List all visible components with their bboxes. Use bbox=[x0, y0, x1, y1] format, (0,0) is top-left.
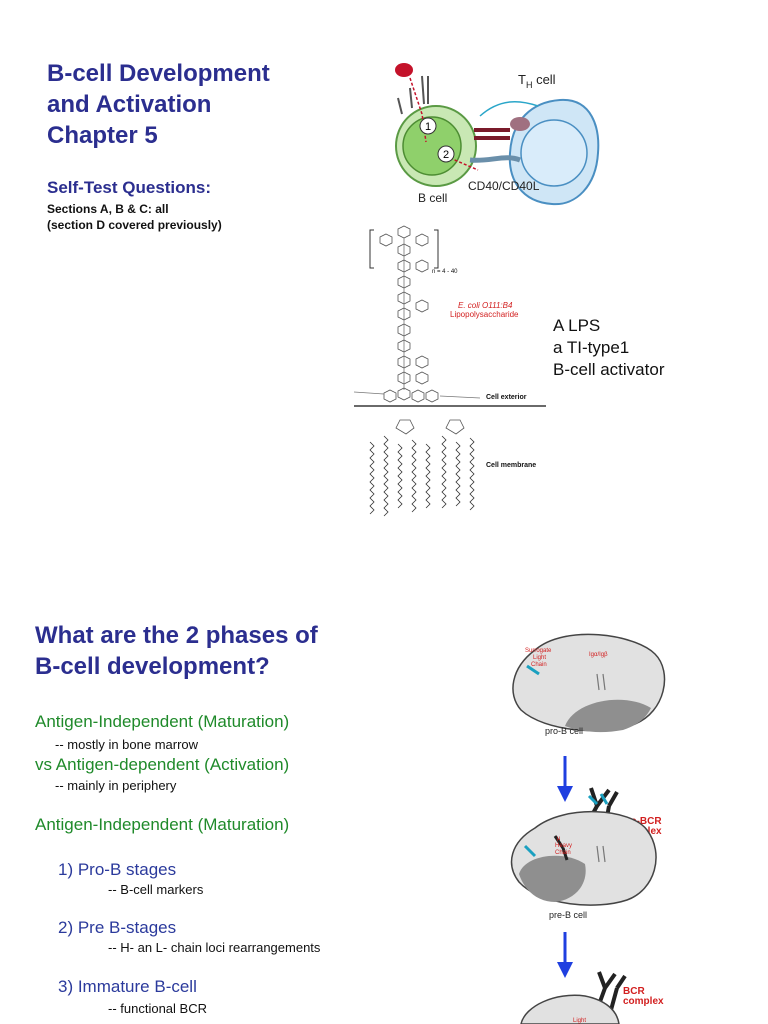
sections-note: Sections A, B & C: all bbox=[47, 202, 169, 216]
phase1-label: Antigen-Independent (Maturation) bbox=[35, 712, 290, 731]
pre-b-label: pre-B cell bbox=[549, 910, 587, 920]
stage-label: 3) Immature B-cell bbox=[58, 977, 197, 996]
mu-label: Heavy bbox=[555, 843, 572, 849]
pro-b-nucleus bbox=[565, 699, 651, 733]
bcr-label: BCR bbox=[623, 986, 645, 997]
self-test-heading: Self-Test Questions: bbox=[47, 178, 212, 197]
stage-sub: -- H- an L- chain loci rearrangements bbox=[108, 940, 321, 955]
phase2-label: vs Antigen-dependent (Activation) bbox=[35, 755, 290, 774]
stage-sub: -- B-cell markers bbox=[108, 882, 204, 897]
ig-alpha-beta-icon bbox=[596, 845, 606, 863]
caption-line: B-cell activator bbox=[553, 360, 665, 379]
step-2: 2 bbox=[443, 149, 449, 161]
n-label: n = 4 - 40 bbox=[432, 269, 458, 275]
ecoli-label: E. coli O111:B4 bbox=[458, 301, 513, 310]
stage-label: 1) Pro-B stages bbox=[58, 860, 177, 879]
cd40-label: CD40/CD40L bbox=[468, 179, 540, 193]
surrogate-chain-icon bbox=[523, 844, 537, 858]
cd40-molecule bbox=[469, 155, 521, 163]
step-1: 1 bbox=[425, 121, 431, 133]
lipid-a bbox=[395, 419, 465, 435]
bcell-th-diagram: 1 2 TH cell CD40/CD40L B cell bbox=[395, 63, 600, 206]
mu-chain-icon bbox=[553, 835, 569, 861]
stage-sub: -- functional BCR bbox=[108, 1001, 207, 1016]
lps-caption: A LPS a TI-type1 B-cell activator bbox=[553, 315, 664, 381]
phase2-sub: -- mainly in periphery bbox=[55, 778, 177, 793]
light-label: Light bbox=[573, 1018, 586, 1024]
cd4-icon bbox=[510, 117, 530, 131]
pro-b-label: pro-B cell bbox=[545, 726, 583, 736]
antigen-icon bbox=[395, 63, 413, 77]
mhc-tcr bbox=[474, 128, 510, 140]
phase1-repeat: Antigen-Independent (Maturation) bbox=[35, 815, 290, 834]
step-2-circle bbox=[437, 145, 455, 163]
repeat-bracket bbox=[369, 229, 439, 269]
surrogate-chain-icon bbox=[526, 664, 540, 676]
cytokine-arrow bbox=[479, 101, 539, 117]
bcr-receptor-icon bbox=[595, 971, 627, 1011]
th-cell-label: TH cell bbox=[518, 72, 556, 90]
immature-b-cell-shape bbox=[520, 994, 620, 1024]
bcr-receptors bbox=[397, 75, 429, 115]
phase1-sub: -- mostly in bone marrow bbox=[55, 737, 199, 752]
mu-label: Chain bbox=[555, 850, 571, 856]
b-cell-label: B cell bbox=[418, 191, 447, 205]
slide2-title: What are the 2 phases of B-cell developm… bbox=[35, 620, 318, 682]
title-line: Chapter 5 bbox=[47, 122, 158, 149]
th-nucleus bbox=[520, 119, 588, 187]
caption-line: a TI-type1 bbox=[553, 338, 630, 357]
pre-bcr-light-icon bbox=[587, 793, 609, 806]
sugar-chain bbox=[379, 225, 439, 403]
caption-line: A LPS bbox=[553, 316, 601, 335]
surrogate-label: Surrogate bbox=[525, 648, 552, 654]
bcr-label: complex bbox=[623, 996, 664, 1007]
lps-structure: n = 4 - 40 E. coli O111:B4 Lipopolysacch… bbox=[353, 225, 546, 517]
cell-exterior-label: Cell exterior bbox=[486, 394, 527, 401]
down-arrow-icon bbox=[557, 962, 573, 978]
cell-membrane-label: Cell membrane bbox=[486, 462, 536, 469]
stage-label: 2) Pre B-stages bbox=[58, 918, 177, 937]
lipopolysaccharide-label: Lipopolysaccharide bbox=[450, 310, 519, 319]
title-line: B-cell development? bbox=[35, 653, 270, 680]
section-d-note: (section D covered previously) bbox=[47, 218, 222, 232]
development-diagram: Surrogate Light Chain Igα/Igβ pro-B cell… bbox=[510, 633, 666, 1024]
step-1-circle bbox=[419, 117, 437, 135]
surrogate-label: Light bbox=[533, 655, 546, 661]
ig-alpha-beta-icon bbox=[596, 673, 606, 691]
pre-b-nucleus bbox=[519, 855, 586, 902]
surrogate-label: Chain bbox=[531, 662, 547, 668]
title-line: B-cell Development bbox=[47, 60, 270, 87]
slide1-title: B-cell Development and Activation Chapte… bbox=[47, 58, 270, 151]
signal-path bbox=[449, 157, 479, 171]
fatty-acid-tails bbox=[369, 435, 475, 517]
title-line: What are the 2 phases of bbox=[35, 622, 318, 649]
side-chains bbox=[353, 391, 481, 399]
title-line: and Activation bbox=[47, 91, 212, 118]
mu-label: μ bbox=[557, 836, 561, 842]
pre-bcr-label: pre-BCR bbox=[621, 816, 662, 827]
ig-alpha-beta-label: Igα/Igβ bbox=[589, 652, 608, 658]
down-arrow-icon bbox=[557, 786, 573, 802]
